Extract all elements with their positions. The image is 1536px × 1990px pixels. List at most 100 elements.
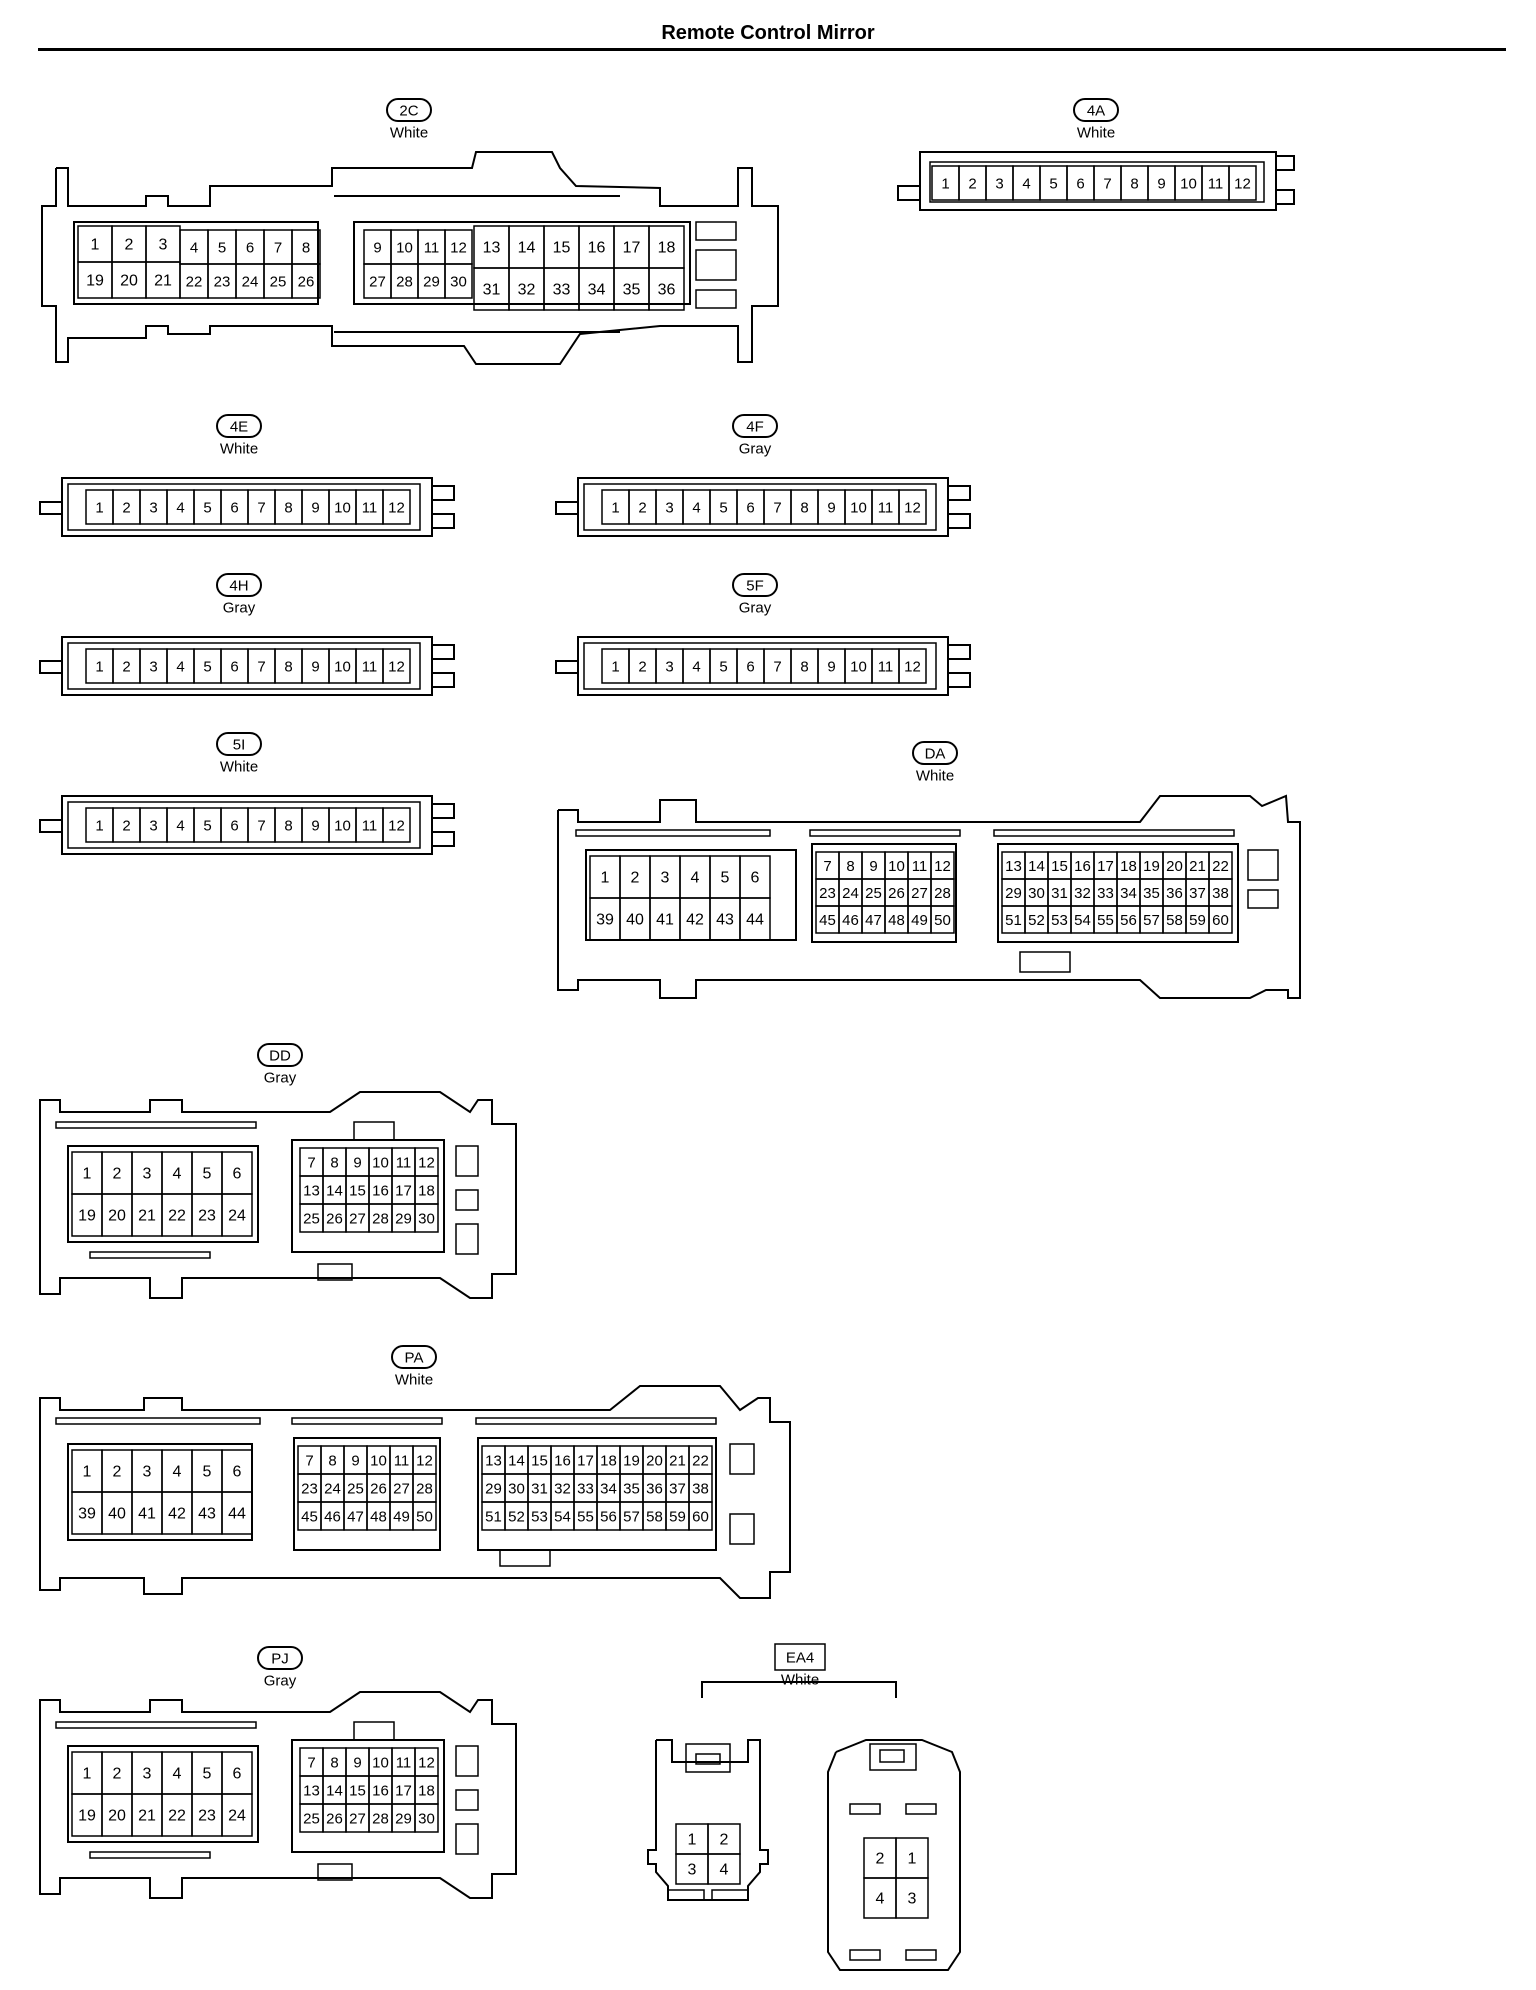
pin-number: 12 [934, 858, 951, 875]
guide-slot [849, 1803, 881, 1815]
pin-number: 3 [995, 176, 1003, 193]
pin-number: 3 [688, 1862, 697, 1879]
pin-number: 7 [773, 500, 781, 517]
pin-number: 6 [233, 1766, 242, 1783]
rib [89, 1251, 211, 1259]
pin-number: 17 [1097, 858, 1114, 875]
pin-number: 24 [842, 885, 859, 902]
pin-number: 18 [600, 1453, 617, 1470]
pin-number: 8 [330, 1155, 338, 1172]
pin-number: 11 [362, 818, 378, 835]
pin-number: 5 [1049, 176, 1057, 193]
pin-cell [221, 1193, 253, 1237]
pin-cell [707, 1853, 741, 1885]
pin-number: 3 [665, 659, 673, 676]
guide-rib [432, 672, 455, 688]
housing-outline [39, 1091, 517, 1299]
pin-number: 8 [330, 1755, 338, 1772]
pin-number: 9 [353, 1755, 361, 1772]
pin-number: 6 [746, 500, 754, 517]
pin-number: 17 [577, 1453, 594, 1470]
pin-number: 1 [941, 176, 949, 193]
connector-code: 5I [233, 737, 246, 754]
connector-code: PJ [271, 1651, 289, 1668]
pin-number: 33 [1097, 885, 1114, 902]
guide-slot [455, 1145, 479, 1177]
pin-number: 31 [483, 282, 501, 299]
pin-number: 1 [91, 237, 100, 254]
pin-number: 12 [1234, 176, 1251, 193]
housing-outline [39, 1385, 791, 1599]
pin-number: 11 [394, 1453, 410, 1470]
pin-number: 45 [301, 1509, 318, 1526]
pin-number: 6 [746, 659, 754, 676]
connector-color: White [220, 441, 258, 458]
connector-color: Gray [739, 600, 772, 617]
pin-number: 24 [228, 1208, 246, 1225]
connector-code: 5F [746, 578, 764, 595]
connector-code: 4F [746, 419, 764, 436]
lock-tab-inner [879, 1749, 905, 1763]
pin-number: 9 [311, 659, 319, 676]
pin-number: 6 [233, 1166, 242, 1183]
pin-number: 4 [176, 500, 184, 517]
connector-code: 4H [229, 578, 248, 595]
pin-number: 28 [372, 1811, 389, 1828]
pin-number: 1 [611, 659, 619, 676]
pin-number: 3 [149, 500, 157, 517]
connector-code: DD [269, 1048, 291, 1065]
pin-number: 27 [393, 1481, 410, 1498]
pin-number: 6 [246, 240, 254, 257]
pin-number: 52 [1028, 912, 1045, 929]
pin-number: 10 [370, 1453, 387, 1470]
pin-number: 5 [203, 1464, 212, 1481]
pin-cell [221, 1491, 253, 1535]
pin-number: 30 [418, 1811, 435, 1828]
pin-number: 2 [113, 1464, 122, 1481]
rib [475, 1417, 717, 1425]
pin-number: 5 [203, 1766, 212, 1783]
connector-color: White [220, 759, 258, 776]
pin-number: 6 [230, 500, 238, 517]
pin-number: 4 [876, 1891, 885, 1908]
locking-tab [897, 185, 920, 201]
housing-outline [39, 1691, 517, 1899]
housing-outline [61, 477, 433, 537]
pin-number: 43 [716, 912, 734, 929]
cavity-left [67, 1145, 259, 1243]
pin-cell [382, 489, 411, 525]
pin-cell [688, 1501, 713, 1531]
pin-number: 8 [846, 858, 854, 875]
pin-number: 24 [228, 1808, 246, 1825]
pin-number: 11 [424, 240, 440, 257]
pin-number: 24 [242, 274, 259, 291]
pin-number: 39 [596, 912, 614, 929]
rib [55, 1121, 257, 1129]
pin-number: 22 [1212, 858, 1229, 875]
pin-number: 35 [1143, 885, 1160, 902]
pin-number: 3 [908, 1891, 917, 1908]
pin-number: 4 [173, 1766, 182, 1783]
pin-number: 55 [577, 1509, 594, 1526]
pin-number: 2 [968, 176, 976, 193]
locking-tab [555, 501, 578, 515]
pin-number: 12 [418, 1755, 435, 1772]
pin-number: 57 [623, 1509, 640, 1526]
rib [809, 829, 961, 837]
cavity-left [67, 1745, 259, 1843]
pin-number: 30 [1028, 885, 1045, 902]
pin-number: 4 [691, 870, 700, 887]
guide-slot [729, 1513, 755, 1545]
connector-code: DA [925, 746, 946, 763]
pin-number: 10 [334, 659, 351, 676]
pin-number: 50 [934, 912, 951, 929]
title-rule [38, 48, 1506, 51]
bracket [701, 1681, 897, 1698]
pin-number: 16 [554, 1453, 571, 1470]
pin-number: 9 [827, 500, 835, 517]
pin-number: 8 [1130, 176, 1138, 193]
